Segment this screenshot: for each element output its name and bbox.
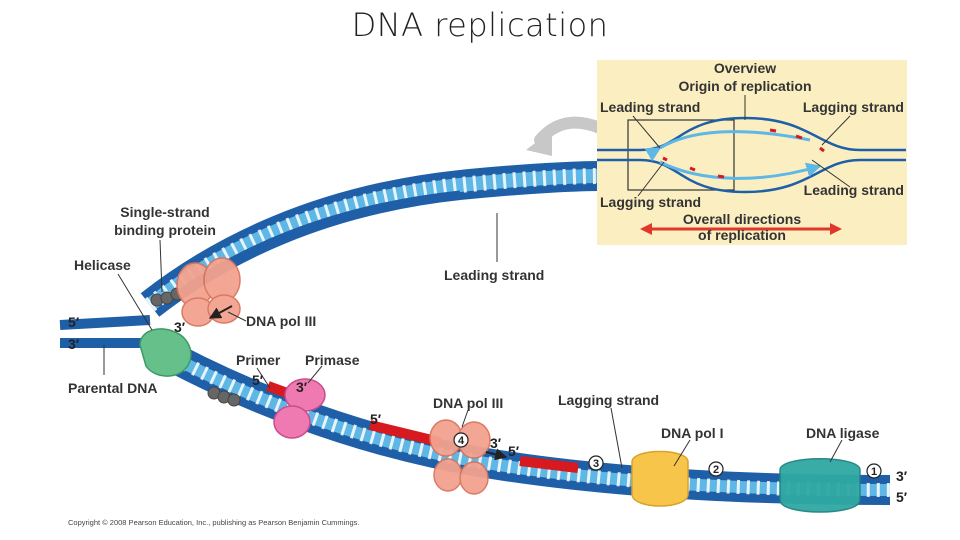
right-3-prime: 3′ xyxy=(896,468,908,484)
overview-lagging-bottom-label: Lagging strand xyxy=(600,194,701,210)
dna-pol-iii-bottom-icon xyxy=(429,419,491,495)
parental-dna-label: Parental DNA xyxy=(68,380,157,396)
overview-leading-bottom-label: Leading strand xyxy=(804,182,904,198)
primase-label: Primase xyxy=(305,352,360,368)
ssb-label-line1: Single-strand xyxy=(120,204,209,220)
step-markers: 4 3 2 1 xyxy=(453,432,882,479)
okazaki-5-prime: 5′ xyxy=(370,411,382,427)
helicase-label: Helicase xyxy=(74,257,131,273)
pol-bottom-3-prime: 3′ xyxy=(490,435,502,451)
dna-pol-iii-top-icon xyxy=(176,257,241,327)
left-3-prime: 3′ xyxy=(68,336,80,352)
overview-panel: Overview Origin of replication Leading s… xyxy=(597,60,907,245)
leader-lines xyxy=(103,213,843,469)
helicase-icon xyxy=(139,328,192,377)
zoom-arrow xyxy=(534,116,606,146)
primer-5-prime: 5′ xyxy=(252,372,264,388)
pol-bottom-direction-arrow xyxy=(485,448,508,461)
pol-top-direction-arrow xyxy=(208,305,233,319)
step-1: 1 xyxy=(871,466,877,478)
overview-origin-label: Origin of replication xyxy=(678,78,811,94)
dna-ligase-icon xyxy=(779,458,861,513)
okazaki-primer-segment xyxy=(368,420,442,447)
zoom-arrow-head xyxy=(526,130,552,156)
overview-lagging-top-label: Lagging strand xyxy=(803,99,904,115)
okazaki-primer-segment-2 xyxy=(519,456,579,473)
dna-pol-i-label: DNA pol I xyxy=(661,425,723,441)
parental-dna xyxy=(59,315,151,348)
dna-pol-iii-top-label: DNA pol III xyxy=(246,313,316,329)
lagging-strand-label: Lagging strand xyxy=(558,392,659,408)
overview-directions-line1: Overall directions xyxy=(683,211,801,227)
slide-title: DNA replication xyxy=(351,6,609,44)
dna-ligase-label: DNA ligase xyxy=(806,425,880,441)
lagging-strand-lower xyxy=(142,331,891,505)
overview-heading: Overview xyxy=(714,60,776,76)
right-5-prime: 5′ xyxy=(896,489,908,505)
pol-top-3-prime: 3′ xyxy=(174,319,186,335)
dna-pol-i-icon xyxy=(631,450,689,507)
step-3: 3 xyxy=(593,458,599,470)
primase-3-prime: 3′ xyxy=(296,379,308,395)
pol-bottom-5-prime: 5′ xyxy=(508,443,520,459)
primer-label: Primer xyxy=(236,352,281,368)
copyright-notice: Copyright © 2008 Pearson Education, Inc.… xyxy=(68,518,360,527)
leading-strand-label: Leading strand xyxy=(444,267,544,283)
overview-directions-line2: of replication xyxy=(698,227,786,243)
step-4: 4 xyxy=(458,435,465,447)
left-5-prime: 5′ xyxy=(68,314,80,330)
step-2: 2 xyxy=(713,464,719,476)
primase-icon xyxy=(273,378,326,439)
overview-leading-top-label: Leading strand xyxy=(600,99,700,115)
ssb-label-line2: binding protein xyxy=(114,222,216,238)
dna-pol-iii-bottom-label: DNA pol III xyxy=(433,395,503,411)
